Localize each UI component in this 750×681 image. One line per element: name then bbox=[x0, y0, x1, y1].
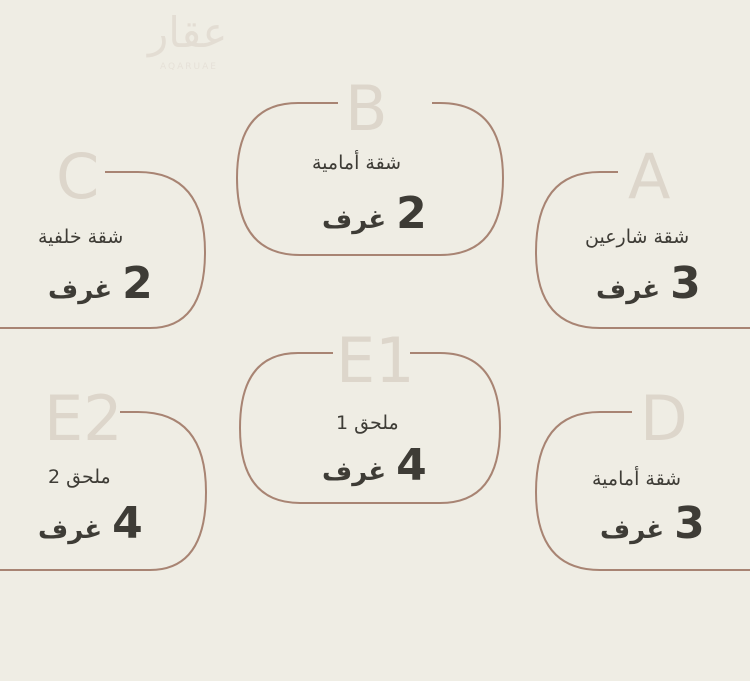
frame-c bbox=[0, 171, 207, 329]
unit-a-count: 3 bbox=[670, 258, 701, 309]
unit-b-unit: غرف bbox=[322, 205, 387, 235]
unit-e1-name: ملحق 1 bbox=[336, 412, 399, 434]
unit-c-letter: C bbox=[56, 140, 100, 213]
unit-d-letter: D bbox=[640, 382, 688, 455]
unit-d-unit: غرف bbox=[600, 515, 665, 545]
frame-d bbox=[534, 411, 750, 571]
unit-e2-rooms: 4 غرف bbox=[38, 498, 143, 549]
unit-b-rooms: 2 غرف bbox=[322, 188, 427, 239]
frame-a bbox=[534, 171, 750, 329]
unit-a-rooms: 3 غرف bbox=[596, 258, 701, 309]
unit-e2-letter: E2 bbox=[44, 382, 123, 455]
unit-d-count: 3 bbox=[674, 498, 705, 549]
unit-d-name: شقة أمامية bbox=[592, 468, 682, 490]
unit-a-unit: غرف bbox=[596, 275, 661, 305]
unit-e1-rooms: 4 غرف bbox=[322, 440, 427, 491]
frame-b bbox=[235, 102, 505, 256]
unit-e1-count: 4 bbox=[396, 440, 427, 491]
unit-e1-unit: غرف bbox=[322, 457, 387, 487]
unit-e1-letter: E1 bbox=[336, 324, 415, 397]
unit-c-unit: غرف bbox=[48, 275, 113, 305]
unit-e2-unit: غرف bbox=[38, 515, 103, 545]
unit-c-rooms: 2 غرف bbox=[48, 258, 153, 309]
unit-a-name: شقة شارعين bbox=[585, 226, 690, 248]
unit-c-name: شقة خلفية bbox=[38, 226, 124, 248]
unit-b-name: شقة أمامية bbox=[312, 152, 402, 174]
unit-d-rooms: 3 غرف bbox=[600, 498, 705, 549]
unit-c-count: 2 bbox=[122, 258, 153, 309]
unit-b-letter: B bbox=[345, 72, 388, 145]
frame-e2 bbox=[0, 411, 208, 571]
unit-b-count: 2 bbox=[396, 188, 427, 239]
unit-e2-count: 4 bbox=[112, 498, 143, 549]
watermark-subtitle: AQARUAE bbox=[160, 62, 218, 72]
frame-e1 bbox=[238, 352, 502, 504]
unit-a-letter: A bbox=[628, 140, 671, 213]
watermark-logo: عقار bbox=[148, 8, 228, 57]
unit-e2-name: ملحق 2 bbox=[48, 466, 111, 488]
